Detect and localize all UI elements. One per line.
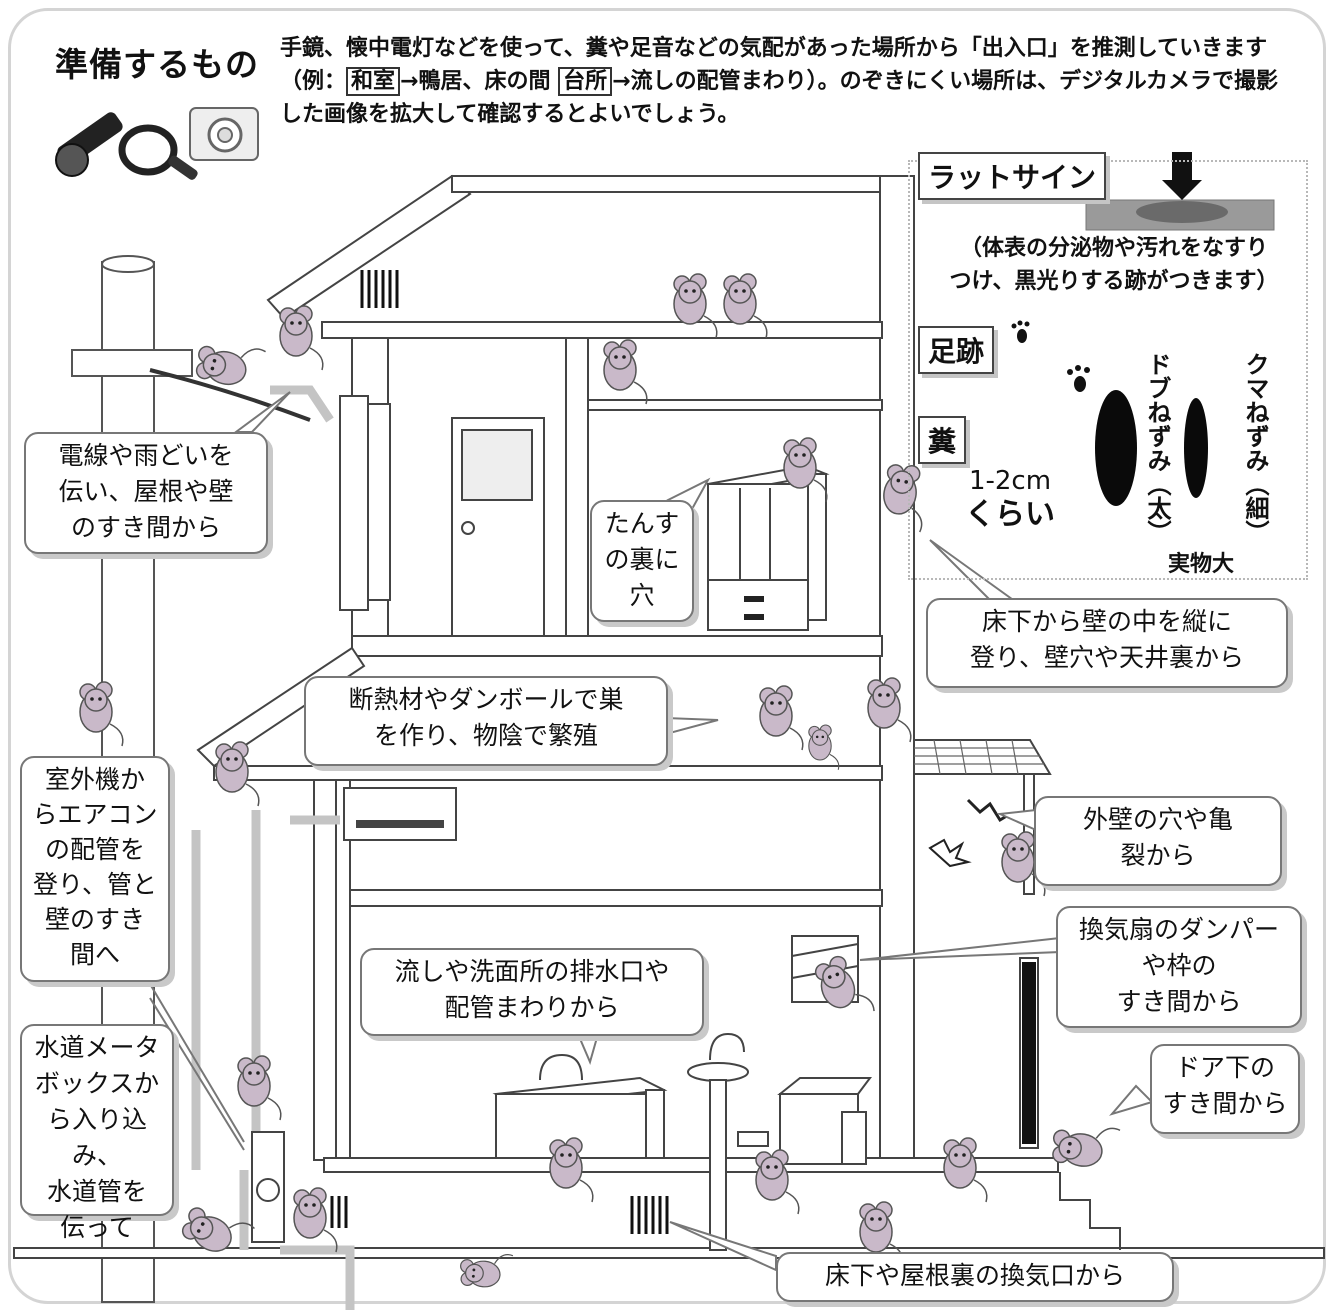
callout-sink: 流しや洗面所の排水口や配管まわりから — [360, 948, 704, 1036]
dresser — [704, 464, 830, 631]
brown-rat-dropping — [1095, 390, 1137, 506]
washing-machine — [777, 1077, 872, 1165]
black-rat-label: クマねずみ（細） — [1241, 352, 1269, 544]
sliding-door — [339, 395, 545, 637]
callout-dresser: たんすの裏に穴 — [590, 500, 694, 622]
power-line — [149, 368, 311, 422]
attic-vent — [360, 270, 399, 308]
washbasin — [687, 1032, 749, 1251]
sign-legend — [908, 160, 1308, 580]
callout-water-meter: 水道メータボックスから入り込み、水道管を伝って — [20, 1024, 174, 1242]
floor-drain — [737, 1131, 769, 1147]
droppings-label: 糞 — [918, 416, 967, 464]
camera-icon — [189, 107, 259, 161]
hand-mirror-icon — [118, 124, 198, 180]
callout-nest: 断熱材やダンボールで巣を作り、物陰で繁殖 — [304, 676, 668, 766]
air-conditioner-unit — [343, 787, 457, 841]
room-daidokoro-label: 台所 — [558, 67, 613, 96]
page-title: 準備するもの — [55, 45, 259, 84]
brown-rat-label: ドブねずみ（太） — [1143, 352, 1171, 544]
eave-tiles — [914, 739, 1044, 775]
footprints-label: 足跡 — [918, 326, 995, 374]
flashlight-icon — [55, 112, 123, 177]
outer-frame — [8, 8, 1326, 1304]
callout-outer-wall: 外壁の穴や亀裂から — [1034, 796, 1282, 886]
actual-size-label: 実物大 — [1168, 552, 1235, 577]
outdoor-unit — [251, 1131, 285, 1243]
callout-vents: 床下や屋根裏の換気口から — [776, 1252, 1174, 1302]
rat-sign-label: ラットサイン — [918, 152, 1107, 200]
foundation-vent-small — [330, 1196, 348, 1228]
room-washitsu-label: 和室 — [346, 67, 401, 96]
intro-text: 手鏡、懐中電灯などを使って、糞や足音などの気配があった場所から「出入口」を推測し… — [280, 36, 1279, 127]
callout-aircon: 室外機からエアコンの配管を登り、管と壁のすき間へ — [20, 756, 170, 982]
callout-fan: 換気扇のダンパーや枠のすき間から — [1056, 906, 1302, 1028]
wall-crack — [966, 798, 1011, 823]
entrance-steps — [1059, 1172, 1121, 1250]
foundation-vent — [630, 1196, 669, 1234]
rain-gutter — [270, 385, 334, 423]
black-rat-dropping — [1184, 398, 1208, 498]
water-pipe — [280, 1245, 355, 1310]
rat-sign-note: （体表の分泌物や汚れをなすり つけ、黒光りする跡がつきます） — [949, 236, 1279, 294]
callout-wires: 電線や雨どいを伝い、屋根や壁のすき間から — [24, 432, 268, 554]
callout-door: ドア下のすき間から — [1150, 1044, 1300, 1134]
callout-wall-climb: 床下から壁の中を縦に登り、壁穴や天井裏から — [926, 598, 1288, 688]
down-arrow-icon — [1162, 152, 1202, 200]
impact-mark — [928, 838, 972, 868]
footprint-icon — [1011, 320, 1090, 392]
dropping-size: 1-2cm くらい — [965, 466, 1055, 532]
door-dark — [1022, 962, 1036, 1144]
kitchen-sink — [492, 1053, 668, 1159]
